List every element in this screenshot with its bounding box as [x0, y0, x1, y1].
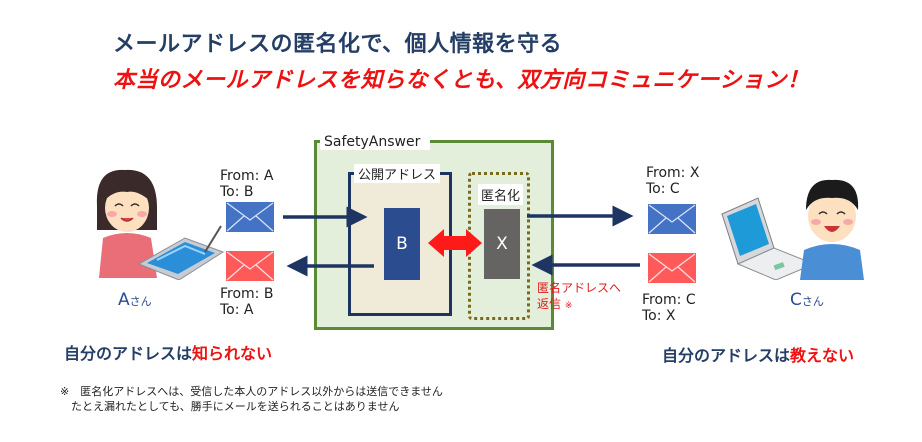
envelope-red-icon [648, 253, 696, 283]
anonymous-address-node: X [484, 209, 520, 279]
mail-to: To: B [220, 184, 254, 200]
reply-note-mark: ※ [564, 301, 573, 311]
summary-a-highlight: 知られない [192, 344, 273, 363]
person-a-label: Aさん [118, 290, 152, 310]
envelope-blue-icon [226, 202, 274, 232]
person-c-suffix: さん [801, 295, 824, 308]
anonymize-label: 匿名化 [478, 184, 524, 205]
mail-from: From: C [642, 292, 696, 308]
mail-c-in-header: From: X To: C [646, 165, 699, 197]
summary-c-highlight: 教えない [790, 346, 855, 365]
double-arrow-icon [428, 229, 482, 257]
footnote: ※ 匿名化アドレスへは、受信した本人のアドレス以外からは送信できません たとえ漏… [60, 384, 443, 414]
summary-c-prefix: 自分のアドレスは [662, 346, 791, 365]
mail-to: To: C [646, 181, 680, 197]
footnote-line2: たとえ漏れたとしても、勝手にメールを送られることはありません [71, 400, 400, 413]
mail-a-in-header: From: B To: A [220, 286, 273, 318]
footnote-line1: ※ 匿名化アドレスへは、受信した本人のアドレス以外からは送信できません [60, 385, 443, 398]
mail-from: From: B [220, 286, 274, 302]
summary-a-prefix: 自分のアドレスは [64, 344, 193, 363]
headline-line2: 本当のメールアドレスを知らなくとも、双方向コミュニケーション！ [113, 68, 810, 93]
envelope-blue-icon [648, 204, 696, 234]
man-with-laptop-icon [721, 179, 864, 280]
person-a-name: A [118, 290, 130, 310]
mail-to: To: A [220, 302, 254, 318]
mail-c-out-header: From: C To: X [642, 292, 696, 324]
safetyanswer-label: SafetyAnswer [320, 134, 431, 150]
summary-a: 自分のアドレスは知られない [64, 340, 272, 364]
mail-to: To: X [642, 308, 676, 324]
person-a-suffix: さん [129, 295, 152, 308]
summary-c: 自分のアドレスは教えない [662, 342, 854, 366]
person-c-label: Cさん [790, 290, 824, 310]
person-c-name: C [790, 290, 802, 310]
mail-from: From: A [220, 168, 274, 184]
reply-note-line1: 匿名アドレスへ [537, 281, 622, 295]
mail-a-out-header: From: A To: B [220, 168, 273, 200]
woman-with-tablet-icon [96, 169, 225, 280]
public-address-node: B [384, 208, 420, 280]
public-address-label: 公開アドレス [354, 164, 441, 183]
mail-from: From: X [646, 165, 700, 181]
headline-line1: メールアドレスの匿名化で、個人情報を守る [113, 32, 563, 57]
reply-note: 匿名アドレスへ 返信 ※ [537, 280, 621, 314]
envelope-red-icon [226, 251, 274, 281]
reply-note-line2: 返信 [537, 297, 562, 311]
